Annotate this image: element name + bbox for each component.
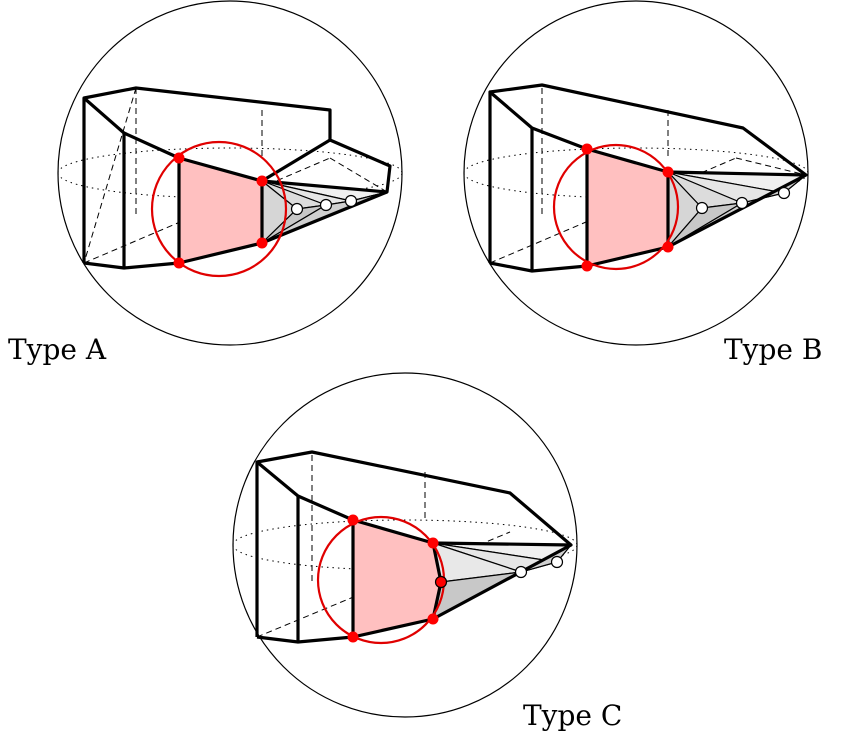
type-a-highlighted-face: [179, 158, 262, 263]
type-b-figure: [463, 0, 809, 346]
type-a-label: Type A: [8, 333, 107, 366]
type-b-red-circle: [552, 143, 680, 271]
type-c-figure: [232, 372, 578, 718]
type-b-vertices: [581, 143, 791, 272]
type-b-label: Type B: [724, 333, 823, 366]
type-c-highlighted-face: [353, 520, 441, 637]
type-b-highlighted-face: [587, 149, 668, 266]
type-a-vertices: [173, 152, 358, 269]
type-a-red-circle: [150, 140, 288, 278]
type-c-label: Type C: [523, 699, 623, 732]
type-a-figure: [57, 0, 403, 346]
type-a-equator: [57, 147, 403, 174]
type-c-vertices: [347, 514, 564, 643]
